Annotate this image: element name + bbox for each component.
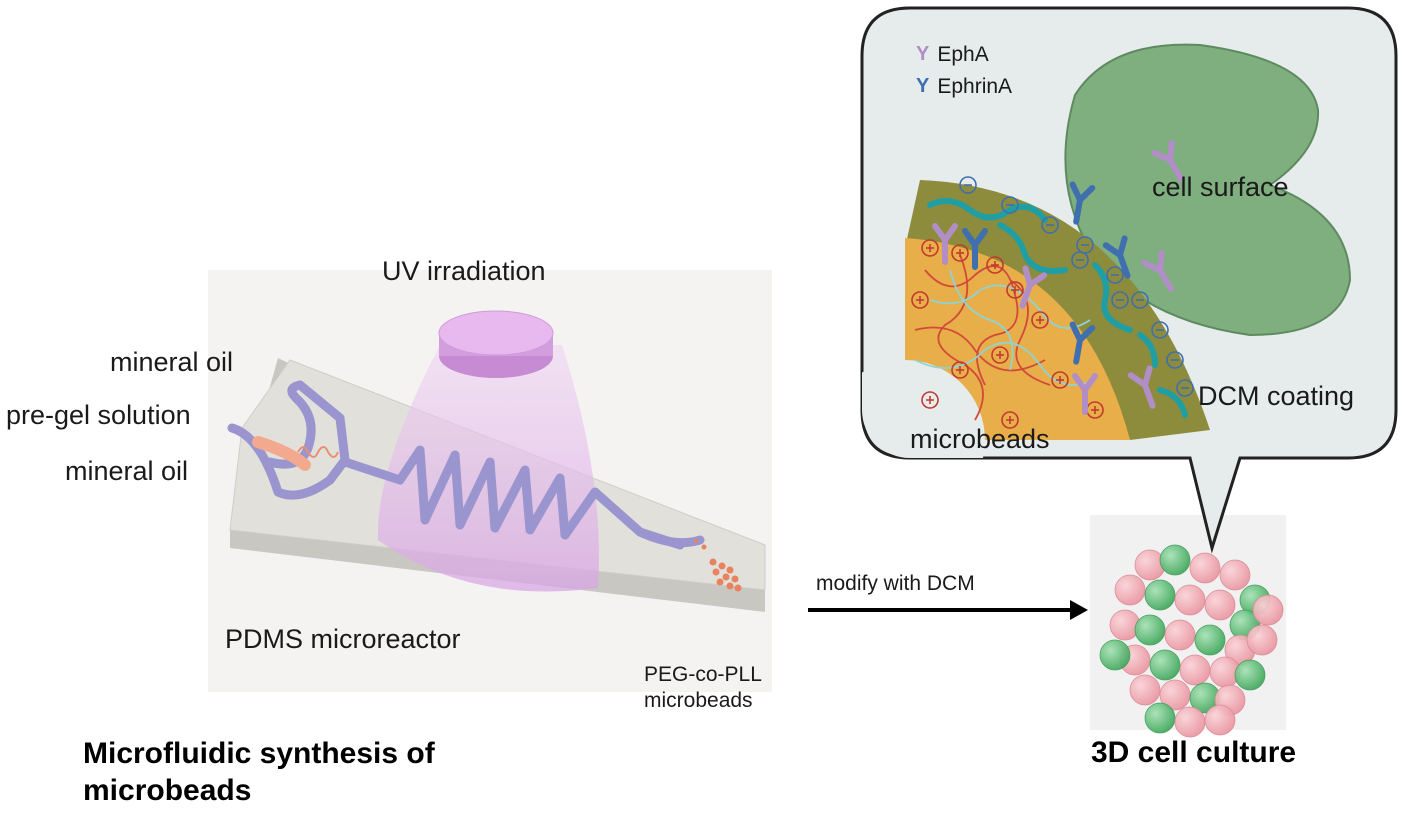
culture-bead [1246,624,1278,656]
positive-charge-icon [911,291,929,309]
culture-bead [1252,594,1284,626]
positive-charge-icon [986,256,1004,274]
negative-charge-icon [1166,351,1184,369]
legend: Y EphA Y EphrinA [916,38,1012,102]
culture-bead [1144,579,1176,611]
peg-line-2: microbeads [644,688,753,712]
microreactor-panel [208,270,772,692]
modify-arrow [808,600,1088,620]
legend-item-epha: Y EphA [916,38,1012,70]
legend-item-ephrina: Y EphrinA [916,70,1012,102]
mineral-oil-top-label: mineral oil [110,347,234,377]
bead-cluster [1099,544,1284,738]
bead-cutout [862,360,985,458]
positive-charge-icon [951,361,969,379]
dcm-coating-label: DCM coating [1198,381,1355,411]
culture-bead [1219,559,1251,591]
negative-charge-icon [1041,216,1059,234]
receptor-icon [932,223,958,265]
pregel-inlet-tube [252,436,311,471]
positive-charge-icon [991,346,1009,364]
positive-charge-icon [1001,411,1019,429]
culture-bead [1144,702,1176,734]
positive-charge-icon [1051,371,1069,389]
culture-bead [1114,574,1146,606]
emitted-microbeads [694,539,742,592]
cell-culture-title: 3D cell culture [1091,736,1297,769]
positive-charge-icon [1031,311,1049,329]
synthesis-line-1: Microfluidic synthesis of [83,737,435,770]
culture-bead [1174,584,1206,616]
uv-lamp [438,310,554,356]
culture-bead [1234,659,1266,691]
mineral-oil-bottom-label: mineral oil [65,456,189,486]
pregel-solution-label: pre-gel solution [6,400,191,430]
positive-charge-icon [951,244,969,262]
junction [295,380,350,485]
receptor-icon [1141,249,1174,293]
negative-charge-icon [1106,266,1124,284]
negative-charge-icon [1111,291,1129,309]
peg-line-1: PEG-co-PLL [644,663,762,686]
negative-charge-icon [1131,291,1149,309]
microbeads-label: microbeads [910,424,1050,454]
peg-co-pll-label: PEG-co-PLL microbeads [644,662,762,713]
culture-bead [1204,704,1236,736]
culture-bead [1194,624,1226,656]
positive-charge-icon [921,239,939,257]
culture-bead [1159,544,1191,576]
negative-charge-icon [1001,196,1019,214]
receptor-icon [1069,321,1096,365]
polymer-network [914,254,1096,421]
culture-bead [1189,552,1221,584]
zoom-callout [860,6,1398,554]
receptor-icon [1127,365,1156,409]
positive-charge-icon [1006,281,1024,299]
negative-charge-icon [959,176,977,194]
receptor-icon [1102,235,1131,279]
culture-bead [1174,706,1206,738]
pregel-coil [297,446,339,458]
legend-label-epha: EphA [937,42,989,66]
receptor-icon [1069,181,1096,225]
cell-surface-label: cell surface [1152,172,1289,202]
serpentine-channel [340,445,685,550]
oil-inlet-bottom [227,423,335,500]
negative-charge-icon [1151,321,1169,339]
receptor-icon [962,228,988,270]
synthesis-title: Microfluidic synthesis of microbeads [83,736,435,809]
pdms-microreactor-label: PDMS microreactor [225,624,461,654]
modify-with-dcm-label: modify with DCM [816,572,975,595]
epha-icon: Y [916,42,930,65]
culture-bead [1129,674,1161,706]
synthesis-line-2: microbeads [83,773,252,807]
ephrina-icon: Y [916,74,930,97]
receptor-icon [1151,139,1184,183]
receptor-icon [1019,265,1048,309]
culture-bead [1149,649,1181,681]
negative-charge-icon [1071,251,1089,269]
positive-charge-icon [921,391,939,409]
culture-bead [1099,639,1131,671]
dcm-chains [927,198,1188,418]
uv-irradiation-label: UV irradiation [382,256,546,286]
culture-bead [1164,619,1196,651]
culture-bead [1179,654,1211,686]
culture-bead [1134,614,1166,646]
negative-charge-icon [1176,379,1194,397]
culture-bead [1204,589,1236,621]
legend-label-ephrina: EphrinA [937,74,1013,98]
receptor-icon [1072,373,1098,415]
